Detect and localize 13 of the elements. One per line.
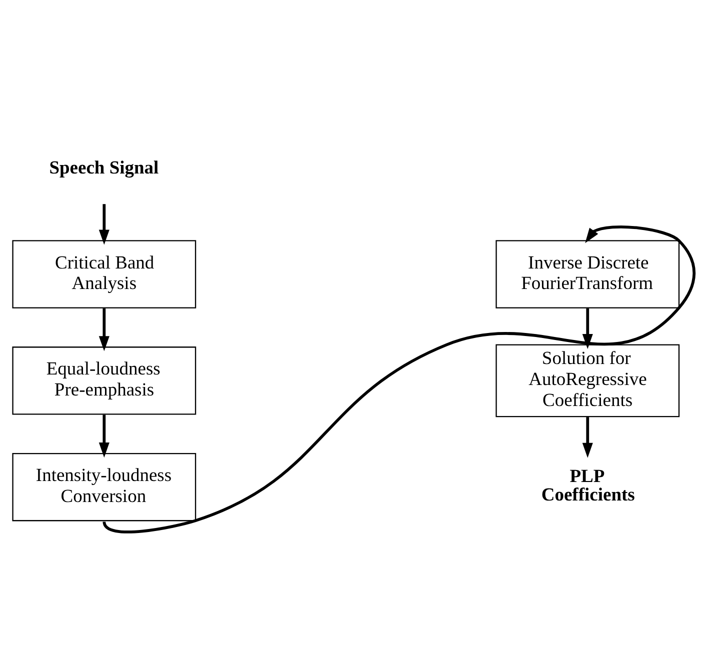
arrow — [102, 225, 696, 533]
node-box: Inverse Discrete FourierTransform — [496, 240, 680, 308]
node-box: Solution for AutoRegressive Coefficients — [496, 344, 680, 417]
node-box: Intensity-loudness Conversion — [12, 452, 196, 521]
node-box: Equal-loudness Pre-emphasis — [12, 346, 196, 414]
arrow — [98, 204, 110, 244]
arrow — [582, 416, 593, 458]
node-text: Speech Signal — [49, 158, 159, 178]
arrow — [98, 414, 110, 458]
arrow — [582, 308, 593, 349]
arrow — [98, 308, 110, 351]
node-text: PLP Coefficients — [541, 466, 635, 506]
node-box: Critical Band Analysis — [12, 240, 196, 308]
